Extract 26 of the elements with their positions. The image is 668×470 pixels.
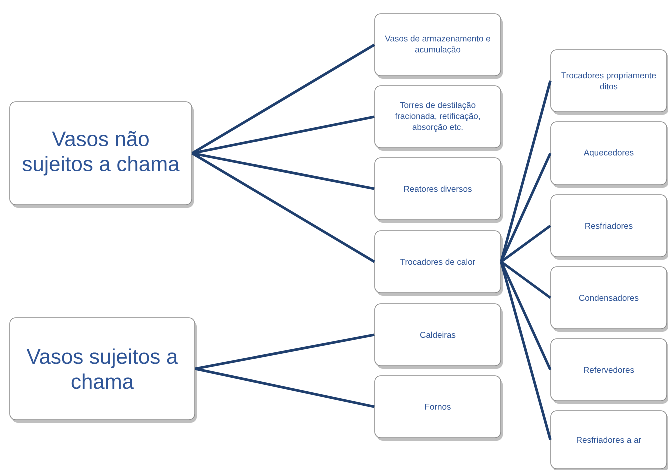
connector-line	[192, 152, 376, 264]
connector-line	[192, 116, 375, 155]
connector-line	[500, 80, 552, 262]
process-box: Torres de destilação fracionada, retificação, absorção etc.	[374, 86, 503, 151]
connector-line	[500, 224, 552, 264]
process-box: Fornos	[374, 376, 503, 441]
connector-line	[500, 262, 552, 440]
connector-line	[500, 152, 552, 263]
process-box: Vasos de armazenamento e acumulação	[374, 14, 503, 79]
connector-line	[192, 44, 376, 155]
connector-line	[500, 260, 552, 300]
connector-line	[192, 152, 375, 190]
process-box: Reatores diversos	[374, 158, 503, 223]
connector-line	[195, 334, 375, 370]
process-box: Trocadores de calor	[374, 230, 503, 296]
process-box: Resfriadores	[550, 194, 668, 260]
process-box: Resfriadores a ar	[550, 410, 668, 470]
process-box: Trocadores propriamente ditos	[550, 50, 668, 115]
process-box: Vasos sujeitos a chama	[10, 318, 197, 423]
process-box: Refervedores	[550, 338, 668, 404]
process-box: Vasos não sujeitos a chama	[10, 102, 194, 208]
process-box: Aquecedores	[550, 122, 668, 188]
connector-line	[195, 368, 375, 408]
process-box: Condensadores	[550, 266, 668, 332]
connector-line	[500, 261, 552, 371]
process-box: Caldeiras	[374, 304, 503, 369]
